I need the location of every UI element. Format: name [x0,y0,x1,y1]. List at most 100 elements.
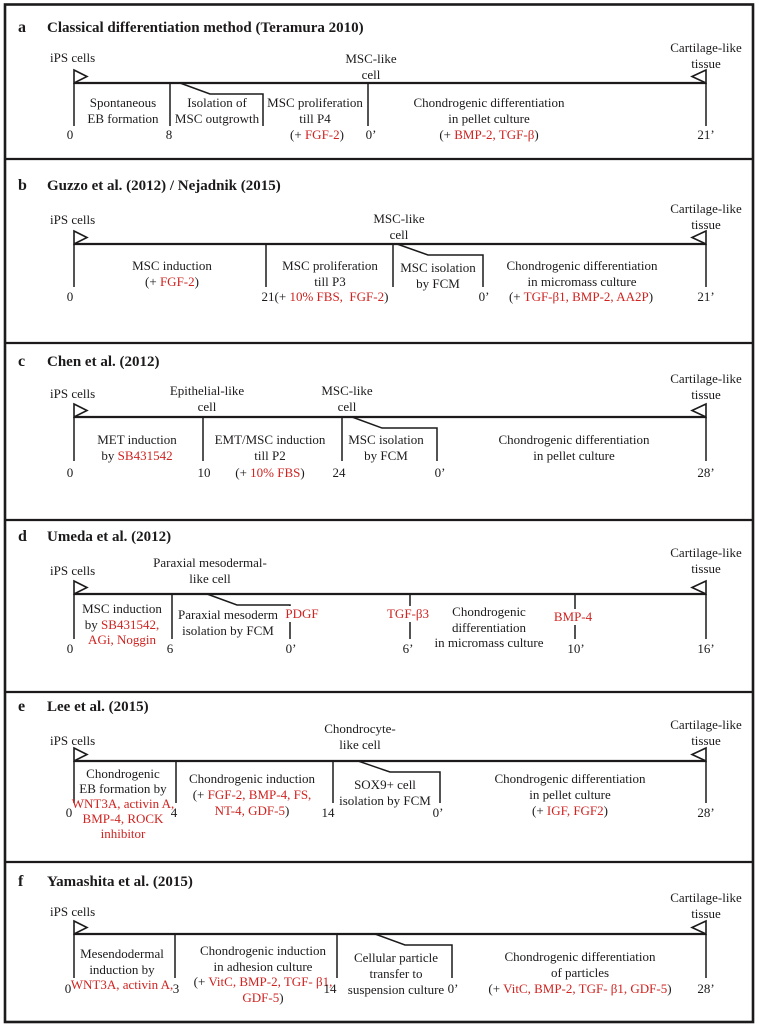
treatment-text: GDF-5 [242,989,280,1005]
isolation-notch [374,933,453,978]
treatment-text: FGF-2, BMP-4, FS, [207,787,312,802]
treatment-text: SB431542, [101,616,160,632]
label-text: Cartilage-like [670,201,742,216]
text-line: Paraxial mesodermal- [153,555,267,571]
text-line: Chen et al. (2012) [47,354,160,371]
label-text: transfer to [369,966,423,981]
label-text: like cell [189,570,231,586]
text-line: tissue [670,733,741,749]
text-line: 21(+ 10% FBS, FGF-2) [262,289,389,305]
label-text: MSC-like [345,51,397,66]
text-line: iPS cells [50,563,95,579]
label-text: SOX9+ cell [354,777,416,792]
text-line: Chondrogenic [434,604,543,620]
text-line: BMP-4 [554,609,592,625]
label-text: in pellet culture [533,447,615,463]
treatment-text: AGi, Noggin [88,632,156,647]
label-text: MSC induction [82,601,162,616]
text-line: 6 [167,641,174,657]
text-line: Umeda et al. (2012) [47,529,171,546]
tick-label: 10’ [567,641,584,657]
treatment-text: SB431542 [117,447,173,463]
text-line: Classical differentiation method (Teramu… [47,20,364,37]
label-text: tissue [691,216,721,232]
text-line: (+ TGF-β1, BMP-2, AA2P) [509,289,653,305]
label-text: 6’ [402,641,414,656]
label-text: cell [197,398,217,414]
text-line: 0 [67,465,74,481]
tissue-end-marker [690,402,707,419]
tick-label: 28’ [697,981,714,997]
label-text: Chondrogenic induction [188,771,316,786]
label-text: ) [279,989,284,1005]
text-line: by FCM [348,448,424,464]
treatment-text: BMP-4 [553,609,593,624]
text-line: GDF-5) [194,990,333,1006]
isolation-notch [179,82,264,126]
text-line: Chondrogenic induction [194,943,333,959]
label-text: (+ [290,127,305,142]
text-line: in pellet culture [494,787,645,803]
tick-label: 8 [166,127,173,143]
label-text: 0 [66,641,74,656]
treatment-text: BMP-2, TGF-β [454,127,535,142]
label-text: Spontaneous [89,95,157,110]
text-line: (+ VitC, BMP-2, TGF- β1, [194,974,333,990]
text-line: Cartilage-like [670,371,741,387]
label-text: 0’ [478,289,490,304]
label-text: c [18,353,26,370]
text-line: 10 [198,465,211,481]
ips-start-marker [73,919,89,936]
text-line: Cartilage-like [670,717,741,733]
text-line: (+ FGF-2) [290,127,344,143]
point-treatment-label: TGF-β3 [384,606,432,622]
tick-label: 0 [67,641,74,657]
tissue-end-marker [690,68,707,85]
label-text: 4 [170,805,178,820]
treatment-label: (+ BMP-2, TGF-β) [439,127,538,143]
text-line: Chondrogenic differentiation [494,771,645,787]
label-text: 0 [64,981,72,996]
text-line: 0’ [435,465,446,481]
tick-label: 0 [67,289,74,305]
tick-label: 21’ [697,127,714,143]
label-text: Chen et al. (2012) [47,354,160,370]
text-line: EB formation [87,111,158,127]
label-text: in pellet culture [448,110,530,126]
label-text: tissue [691,905,721,921]
text-line: 0 [67,127,74,143]
text-line: isolation by FCM [339,793,431,809]
label-text: 0’ [432,805,444,820]
label-text: Classical differentiation method (Teramu… [47,20,364,36]
label-text: (+ [531,803,547,818]
treatment-text: WNT3A, activin A, [70,977,174,992]
text-line: MSC isolation [400,260,476,276]
label-text: suspension culture [347,982,445,997]
ips-start-marker [73,402,89,419]
isolation-notch [357,760,441,803]
label-text: 16’ [697,641,715,656]
label-text: EB formation by [79,781,167,796]
panel-letter: d [18,529,27,545]
label-text: 21’ [697,127,715,142]
text-line: a [18,20,26,36]
label-text: Mesendodermal [80,946,164,961]
tick-label: 10 [198,465,211,481]
text-line: in micromass culture [506,274,657,290]
label-text: Chondrogenic differentiation [504,949,656,964]
label-text: Chondrogenic differentiation [498,432,650,447]
tissue-end-marker [690,746,707,763]
tick-label: 0’ [448,981,459,997]
text-line: in pellet culture [498,448,649,464]
label-text: Cartilage-like [670,40,742,55]
label-text: MSC outgrowth [174,110,260,126]
panel-title: Chen et al. (2012) [47,354,160,371]
text-line: Chondrogenic differentiation [498,432,649,448]
